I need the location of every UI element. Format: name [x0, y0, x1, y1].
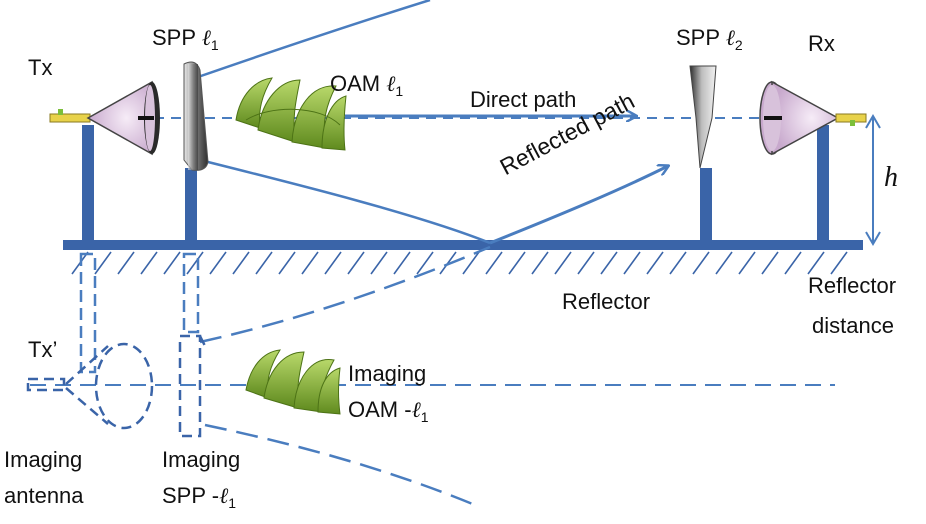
spp2-pole	[700, 168, 712, 241]
image-beam-lower	[204, 423, 476, 507]
beam-lower-edge	[199, 158, 491, 245]
tx-pole	[82, 125, 94, 241]
tx-antenna-icon	[49, 80, 160, 156]
spp1-plate-icon	[183, 61, 209, 171]
spp1-label-symbol: ℓ	[201, 26, 211, 51]
rx-antenna-icon	[759, 80, 867, 156]
spp2-label: SPP ℓ2	[676, 26, 743, 57]
beam-upper-edge	[194, 0, 431, 80]
reflector-distance-label-line1: Reflector	[808, 273, 897, 298]
image-beam-upper	[199, 245, 491, 344]
tx-label: Tx	[28, 55, 53, 80]
ground-bar	[63, 240, 863, 250]
spp1-label-prefix: SPP	[152, 25, 202, 50]
imaging-antenna-label-line2: antenna	[4, 483, 84, 508]
spp2-label-prefix: SPP	[676, 25, 726, 50]
imaging-spp-label-prefix: SPP -	[162, 483, 220, 508]
imaging-spp-icon	[178, 334, 207, 438]
tx-image-pole	[79, 252, 97, 374]
rx-label: Rx	[808, 31, 835, 56]
rx-pole	[817, 125, 829, 241]
spp2-plate-icon	[689, 65, 717, 169]
imaging-oam-label-prefix: OAM -	[348, 397, 412, 422]
spp2-label-sub: 2	[734, 37, 743, 53]
direct-path-label: Direct path	[470, 87, 577, 112]
reflector-distance-label-line2: distance	[812, 313, 894, 338]
spp1-label-sub: 1	[210, 37, 219, 53]
imaging-oam-label-line2: OAM -ℓ1	[348, 398, 429, 429]
ground-hatching	[71, 251, 848, 275]
spp1-image-pole	[182, 252, 200, 334]
imaging-antenna-icon	[26, 342, 154, 430]
imaging-oam-label-sub: 1	[420, 409, 429, 425]
imaging-spp-label-line2: SPP -ℓ1	[162, 484, 236, 515]
oam1-label-prefix: OAM	[330, 71, 387, 96]
spp1-label: SPP ℓ1	[152, 26, 219, 57]
reflector-label: Reflector	[562, 289, 651, 314]
oam1-label-sub: 1	[395, 83, 404, 99]
imaging-oam-label-symbol: ℓ	[411, 398, 421, 423]
height-dimension-arrow	[865, 114, 881, 246]
imaging-spp-label-symbol: ℓ	[219, 484, 229, 509]
oam-wavefront-icon	[235, 77, 347, 151]
spp1-pole	[185, 168, 197, 241]
spp2-label-symbol: ℓ	[725, 26, 735, 51]
imaging-oam-wavefront-icon	[245, 349, 341, 415]
oam1-label-symbol: ℓ	[386, 72, 396, 97]
tx-image-label: Tx’	[28, 337, 58, 362]
reflected-path-arrow	[489, 166, 668, 245]
oam1-label: OAM ℓ1	[330, 72, 403, 103]
imaging-spp-label-line1: Imaging	[162, 447, 241, 472]
height-label: h	[884, 162, 898, 193]
imaging-spp-label-sub: 1	[228, 495, 237, 511]
imaging-oam-label-line1: Imaging	[348, 361, 427, 386]
imaging-antenna-label-line1: Imaging	[4, 447, 83, 472]
